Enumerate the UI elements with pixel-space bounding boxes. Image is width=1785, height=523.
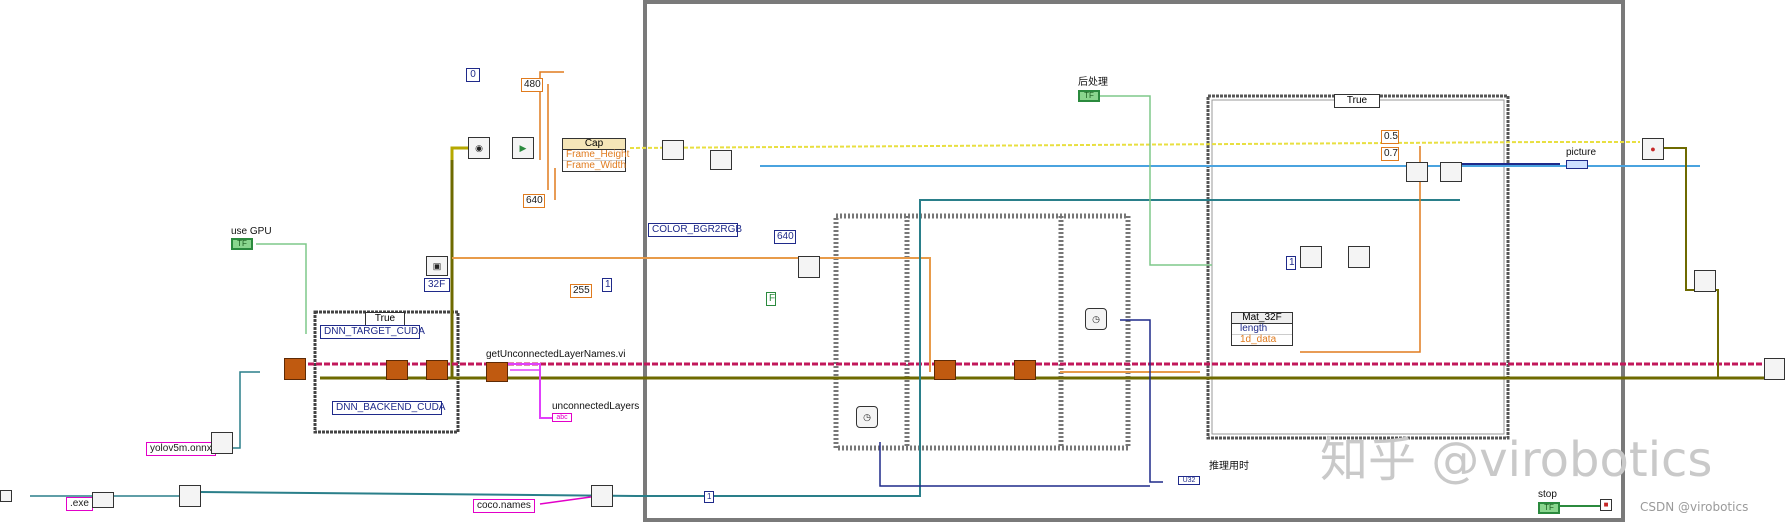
app-path-icon — [0, 490, 12, 502]
swap-rb-constant[interactable]: F — [766, 292, 776, 306]
blob-size-constant[interactable]: 640 — [774, 230, 796, 244]
mat-prop-data: 1d_data — [1240, 334, 1277, 345]
frame-width-constant[interactable]: 640 — [523, 194, 545, 208]
picture-label: picture — [1566, 147, 1597, 158]
strip-path-vi[interactable] — [92, 492, 114, 508]
cap-prop-width: Frame_Width — [566, 160, 627, 171]
play-icon: ▶ — [519, 142, 527, 153]
while-loop-frame — [643, 0, 1625, 522]
clock-icon: ◷ — [863, 411, 871, 422]
cvt-color-vi[interactable] — [710, 150, 732, 170]
model-file-string[interactable]: yolov5m.onnx — [146, 442, 216, 456]
picture-indicator[interactable] — [1566, 160, 1588, 169]
stop-label: stop — [1538, 489, 1557, 500]
scale-divisor-constant[interactable]: 255 — [570, 284, 592, 298]
gpu-case-frame — [313, 310, 460, 434]
device-index-constant[interactable]: 0 — [466, 68, 480, 82]
image-icon: ▣ — [432, 260, 442, 271]
draw-boxes-vi[interactable] — [1440, 162, 1462, 182]
dnn-target-enum[interactable]: DNN_TARGET_CUDA — [320, 325, 425, 339]
stop-dot-icon: ● — [1650, 143, 1656, 154]
inference-time-label: 推理用时 — [1209, 461, 1249, 472]
mat-node-title: Mat_32F — [1232, 313, 1292, 324]
type-32f-constant[interactable]: 32F — [424, 278, 450, 292]
set-input-vi[interactable] — [934, 360, 956, 380]
tick-count-end[interactable]: ◷ — [1085, 308, 1107, 330]
loop-iteration-terminal: 1 — [704, 491, 714, 503]
set-target-vi[interactable] — [426, 360, 448, 380]
cap-node-title: Cap — [563, 139, 625, 150]
read-net-vi[interactable] — [284, 358, 306, 380]
stop-button-control[interactable]: TF — [1538, 502, 1560, 514]
watermark-main: 知乎 @virobotics — [1320, 432, 1713, 488]
cap-property-node[interactable]: Cap Frame_Height Frame_Width — [562, 138, 629, 172]
sequence-frame — [833, 213, 1131, 451]
conf-threshold-constant[interactable]: 0.5 — [1381, 130, 1399, 144]
error-handler-vi[interactable] — [1764, 358, 1785, 380]
build-names-path-vi[interactable] — [591, 485, 613, 507]
frame-height-constant[interactable]: 480 — [521, 78, 543, 92]
post-process-label: 后处理 — [1078, 77, 1108, 88]
read-frame-vi[interactable] — [662, 140, 684, 160]
reshape-index-constant[interactable]: 1 — [1286, 256, 1296, 270]
color-conversion-enum[interactable]: COLOR_BGR2RGB — [648, 223, 742, 237]
forward-vi[interactable] — [1014, 360, 1036, 380]
nms-threshold-constant[interactable]: 0.7 — [1381, 147, 1399, 161]
mat-prop-length: length — [1232, 324, 1292, 335]
dnn-backend-enum[interactable]: DNN_BACKEND_CUDA — [332, 401, 445, 415]
index-array-vi[interactable] — [1348, 246, 1370, 268]
use-gpu-label: use GPU — [231, 226, 272, 237]
coco-file-string[interactable]: coco.names — [473, 499, 535, 513]
image-read-vi[interactable]: ▣ — [426, 256, 448, 276]
build-path-vi[interactable] — [179, 485, 201, 507]
watermark-csdn: CSDN @virobotics — [1640, 500, 1749, 514]
release-capture-vi[interactable]: ● — [1642, 138, 1664, 160]
set-backend-vi[interactable] — [386, 360, 408, 380]
video-capture-open-vi[interactable]: ▶ — [512, 137, 534, 159]
unconnected-layers-indicator[interactable]: abc — [552, 413, 572, 422]
tick-count-start[interactable]: ◷ — [856, 406, 878, 428]
loop-condition-terminal: ■ — [1600, 499, 1612, 511]
inference-time-indicator[interactable]: U32 — [1178, 476, 1200, 485]
blob-from-image-vi[interactable] — [798, 256, 820, 278]
video-capture-new-vi[interactable]: ◉ — [468, 137, 490, 159]
clock-icon: ◷ — [1092, 313, 1100, 324]
camera-icon: ◉ — [475, 142, 483, 153]
mat-property-node[interactable]: Mat_32F length 1d_data — [1231, 312, 1293, 346]
release-net-vi[interactable] — [1694, 270, 1716, 292]
post-case-selector[interactable]: True — [1334, 94, 1380, 108]
reshape-array-vi[interactable] — [1300, 246, 1322, 268]
use-gpu-control[interactable]: TF — [231, 238, 253, 250]
get-unconnected-label: getUnconnectedLayerNames.vi — [486, 349, 626, 360]
post-process-control[interactable]: TF — [1078, 90, 1100, 102]
unconnected-layers-label: unconnectedLayers — [552, 401, 640, 412]
build-model-path-vi[interactable] — [211, 432, 233, 454]
yolo-postprocess-vi[interactable] — [1406, 162, 1428, 182]
cap-prop-height: Frame_Height — [563, 150, 629, 161]
get-unconnected-vi[interactable] — [486, 362, 508, 382]
scale-constant[interactable]: 1 — [602, 278, 612, 292]
gpu-case-selector[interactable]: True — [365, 312, 405, 326]
exe-file-string[interactable]: .exe — [66, 497, 93, 511]
